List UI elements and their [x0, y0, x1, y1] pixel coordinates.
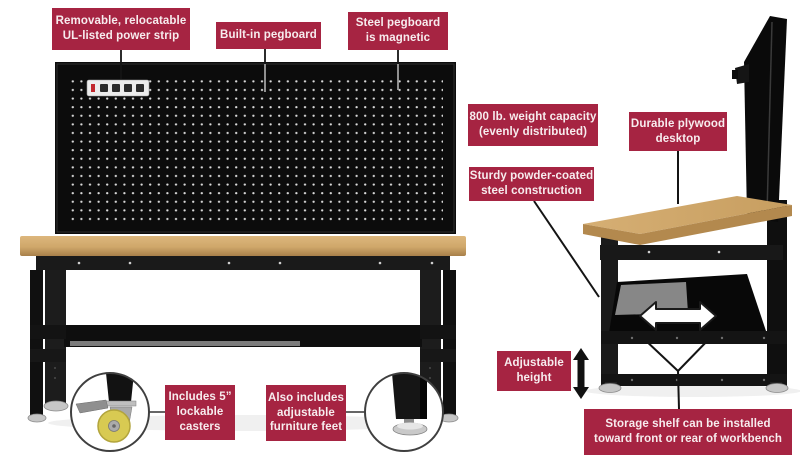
- connector-lines: [120, 49, 713, 413]
- power-strip: [86, 79, 150, 97]
- caster-brake-lever: [75, 399, 109, 414]
- callout-adjustable-height: Adjustable height: [497, 351, 571, 391]
- workbench-side-view: [583, 16, 792, 393]
- callout-furniture-feet: Also includes adjustable furniture feet: [266, 385, 346, 441]
- panel-bracket: [735, 64, 749, 84]
- workbench-front-view: [20, 62, 466, 423]
- callout-storage-shelf: Storage shelf can be installed toward fr…: [584, 409, 792, 455]
- callout-casters: Includes 5” lockable casters: [165, 385, 235, 440]
- caster-detail-inset: [70, 372, 150, 452]
- side-desktop: [583, 196, 792, 234]
- callout-steel-construction: Sturdy powder-coated steel construction: [469, 167, 594, 201]
- storage-shelf: [609, 274, 766, 333]
- callout-weight-capacity: 800 lb. weight capacity (evenly distribu…: [468, 104, 598, 146]
- callout-power-strip: Removable, relocatable UL-listed power s…: [52, 8, 190, 50]
- foot-detail-inset: [364, 372, 444, 452]
- pegboard-panel: [55, 62, 456, 234]
- power-strip-switch: [91, 84, 95, 92]
- height-arrow-icon: [573, 348, 589, 399]
- callout-magnetic: Steel pegboard is magnetic: [348, 12, 448, 50]
- callout-pegboard: Built-in pegboard: [216, 22, 321, 49]
- shelf-direction-arrow-icon: [639, 301, 717, 331]
- callout-plywood-desktop: Durable plywood desktop: [629, 112, 727, 151]
- front-desktop: [20, 236, 466, 256]
